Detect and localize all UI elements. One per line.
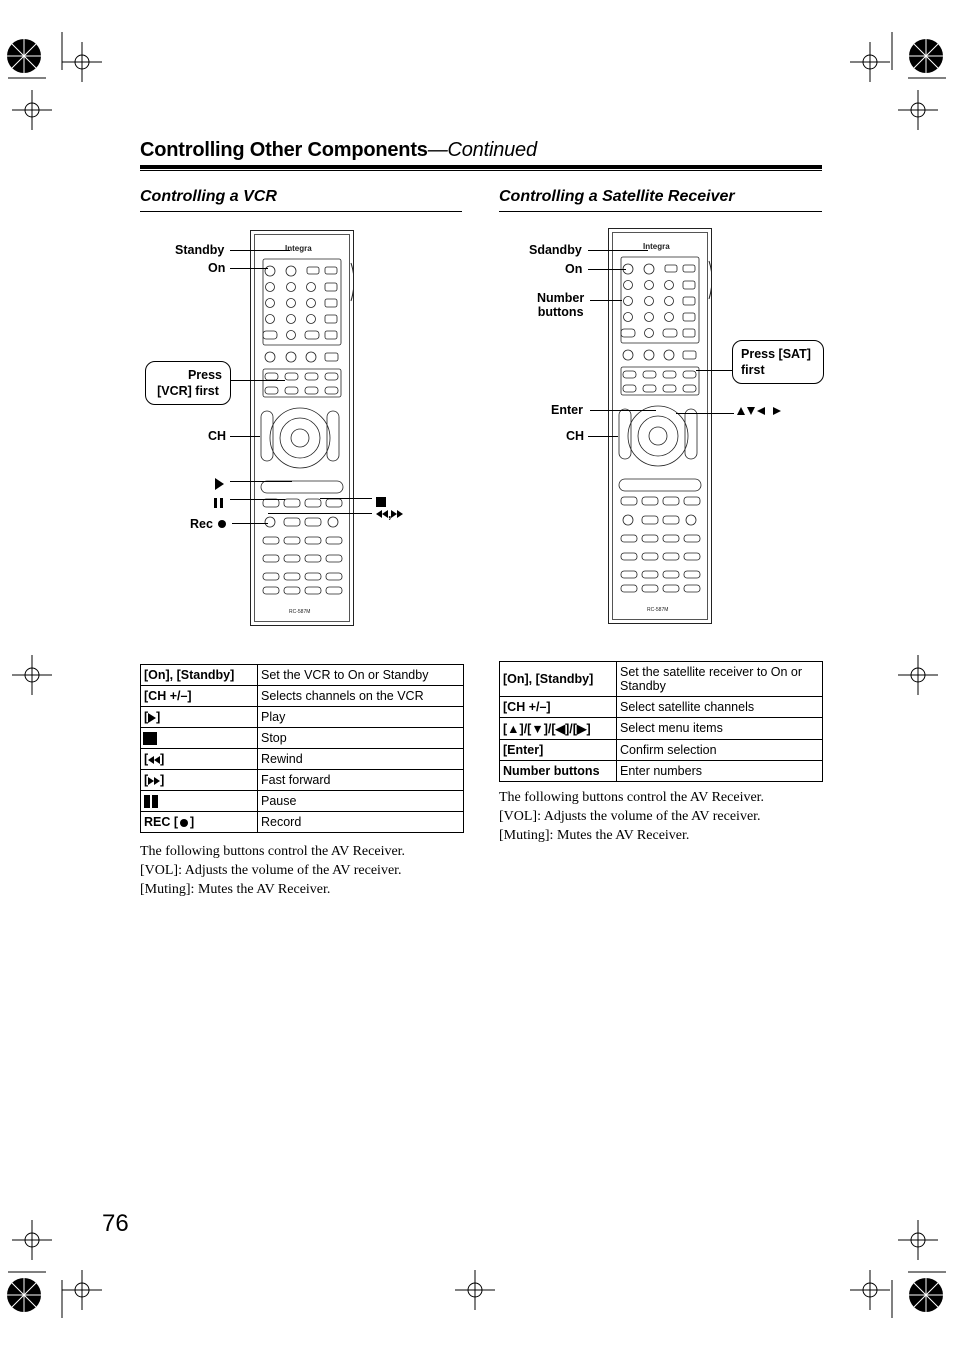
table-row: []Fast forward: [140, 769, 464, 791]
sat-remote-drawing: [618, 256, 711, 593]
sat-callout-on: On: [565, 262, 583, 276]
left-arrow-icon: [757, 407, 765, 415]
sat-leader-ch: [588, 436, 618, 437]
sat-leader-press: [696, 370, 732, 371]
vcr-remote-illustration: Integra RC-587M: [250, 230, 354, 626]
table-row: [▲]/[▼]/[◀]/[▶]Select menu items: [499, 717, 823, 740]
sat-callout-standby: Sdandby: [529, 243, 582, 257]
sat-leader-arrows: [676, 413, 734, 414]
page-number: 76: [102, 1210, 129, 1237]
vcr-leader-ffrew: [268, 513, 372, 514]
sat-remote-illustration: Integra RC-587M: [608, 228, 712, 624]
sat-function-table: [On], [Standby]Set the satellite receive…: [499, 661, 823, 782]
vcr-section-title: Controlling a VCR: [140, 188, 277, 205]
sat-callout-number-buttons: Number buttons: [537, 291, 585, 319]
sat-callout-ch: CH: [566, 429, 585, 443]
sat-section-title: Controlling a Satellite Receiver: [499, 188, 735, 205]
header-rule: [140, 165, 822, 169]
vcr-leader-stop: [320, 498, 372, 499]
up-arrow-icon: [737, 407, 745, 415]
vcr-callout-standby: Standby: [175, 243, 225, 257]
right-arrow-icon: [773, 407, 781, 415]
sat-notes: The following buttons control the AV Rec…: [499, 790, 765, 843]
table-row: []Rewind: [140, 748, 464, 770]
sat-callout-enter: Enter: [551, 403, 583, 417]
rewind-icon: [148, 752, 161, 766]
vcr-press-first-box: Press [VCR] first: [145, 361, 231, 405]
sat-leader-enter: [590, 410, 656, 411]
vcr-leader-pause: [230, 499, 285, 500]
vcr-remote-brand: Integra: [285, 244, 312, 253]
vcr-notes: The following buttons control the AV Rec…: [140, 844, 406, 897]
table-row: [On], [Standby]Set the satellite receive…: [499, 661, 823, 697]
table-row: [On], [Standby]Set the VCR to On or Stan…: [140, 664, 464, 686]
sat-section-rule: [499, 211, 822, 212]
vcr-callout-pause-icon: [214, 494, 223, 512]
vcr-callout-ffrew: ,: [376, 507, 404, 521]
down-arrow-icon: [747, 407, 755, 415]
table-row: []Play: [140, 706, 464, 728]
vcr-callout-rec: Rec: [190, 517, 226, 531]
vcr-function-table: [On], [Standby]Set the VCR to On or Stan…: [140, 664, 464, 834]
sat-leader-number: [590, 300, 622, 301]
vcr-section-rule: [140, 211, 462, 212]
fast-forward-icon: [148, 773, 161, 787]
table-row: [Enter]Confirm selection: [499, 739, 823, 761]
table-row: Pause: [140, 789, 464, 813]
sat-leader-on: [588, 269, 626, 270]
continued-label: —Continued: [427, 139, 537, 161]
record-icon: [180, 818, 189, 827]
vcr-callout-stop-icon: [376, 493, 386, 511]
sat-remote-brand: Integra: [643, 242, 670, 251]
vcr-leader-on: [230, 268, 268, 269]
table-row: [CH +/–]Select satellite channels: [499, 696, 823, 718]
sat-callout-arrows: [737, 407, 781, 415]
header-rule-thin: [140, 170, 822, 171]
play-icon: [148, 712, 157, 723]
vcr-remote-drawing: [260, 258, 353, 595]
table-row: REC []Record: [140, 811, 464, 834]
sat-leader-standby: [588, 250, 648, 251]
sat-press-first-box: Press [SAT] first: [732, 340, 824, 384]
vcr-leader-press: [230, 380, 285, 381]
pause-icon: [144, 794, 158, 809]
vcr-callout-ch: CH: [208, 429, 227, 443]
table-row: Stop: [140, 727, 464, 749]
vcr-leader-play: [230, 481, 292, 482]
page-title: Controlling Other Components—Continued: [140, 139, 537, 161]
stop-icon: [143, 732, 157, 746]
table-row: [CH +/–]Selects channels on the VCR: [140, 685, 464, 707]
vcr-callout-on: On: [208, 261, 226, 275]
vcr-leader-rec: [232, 523, 268, 524]
vcr-remote-model: RC-587M: [289, 609, 311, 615]
vcr-leader-standby: [230, 250, 290, 251]
sat-remote-model: RC-587M: [647, 607, 669, 613]
vcr-leader-ch: [230, 436, 260, 437]
vcr-callout-play-icon: [215, 475, 224, 493]
